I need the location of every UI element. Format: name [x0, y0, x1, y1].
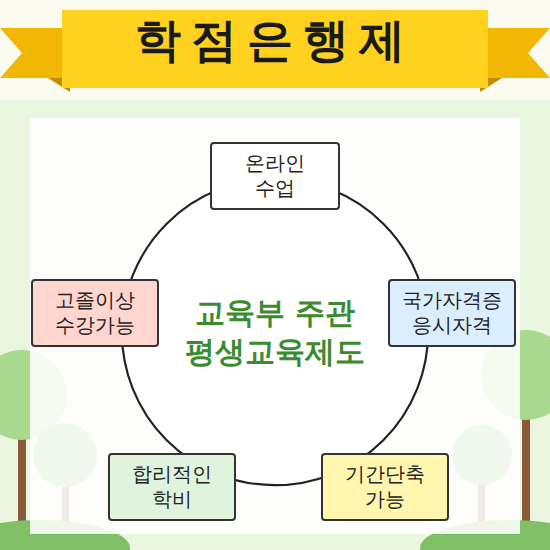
- feature-box: 합리적인 학비: [108, 453, 236, 521]
- ribbon-tail: [0, 28, 70, 78]
- center-label: 교육부 주관 평생교육제도: [185, 293, 365, 371]
- feature-box: 기간단축 가능: [321, 453, 449, 521]
- feature-box: 온라인 수업: [210, 142, 340, 210]
- box-label: 합리적인 학비: [132, 462, 212, 512]
- top-band: [0, 0, 550, 100]
- content-panel: [30, 118, 520, 534]
- circle-outline: [120, 177, 430, 487]
- box-label: 온라인 수업: [245, 151, 305, 201]
- title-text: 학점은행제: [0, 12, 550, 68]
- box-label: 고졸이상 수강가능: [55, 288, 135, 338]
- feature-box: 국가자격증 응시자격: [388, 279, 516, 347]
- center-circle: 교육부 주관 평생교육제도: [120, 177, 430, 487]
- box-label: 국가자격증 응시자격: [402, 288, 502, 338]
- ribbon-tail: [480, 28, 550, 78]
- feature-box: 고졸이상 수강가능: [31, 279, 159, 347]
- box-label: 기간단축 가능: [345, 462, 425, 512]
- circle-shape: [122, 179, 428, 485]
